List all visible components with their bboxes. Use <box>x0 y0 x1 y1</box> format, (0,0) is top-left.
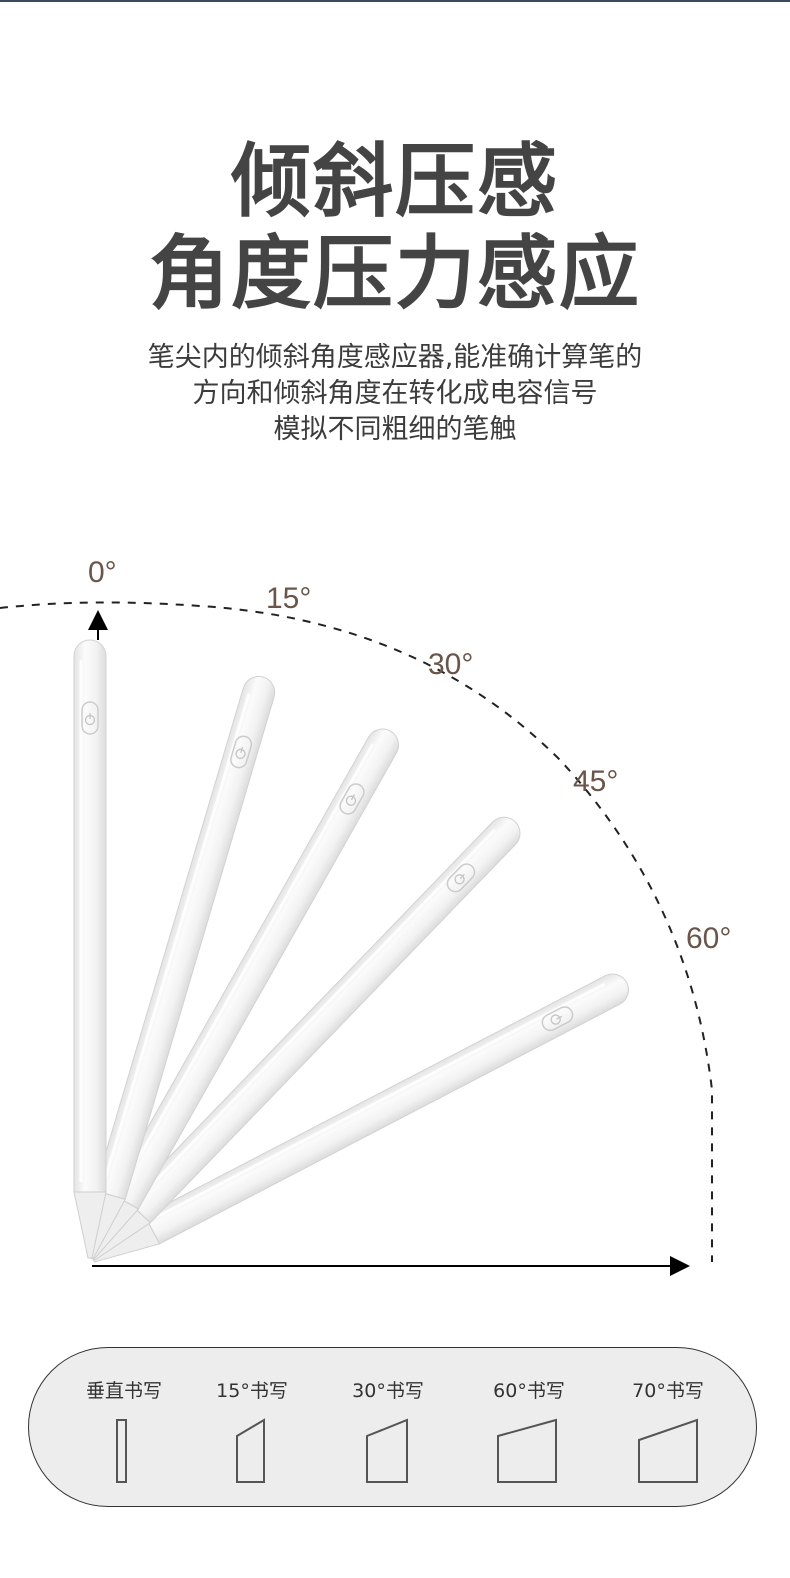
stroke-70-icon <box>638 1418 698 1483</box>
stylus-body <box>93 676 276 1201</box>
stroke-30-icon <box>366 1418 408 1483</box>
writing-modes-panel: 垂直书写 15°书写 30°书写 60°书写 70°书写 <box>28 1347 757 1507</box>
stroke-15-icon <box>236 1418 265 1483</box>
power-button-icon <box>541 1006 574 1032</box>
writing-mode-label: 15°书写 <box>216 1380 288 1402</box>
headline-line2: 角度压力感应 <box>149 227 641 320</box>
power-symbol-line <box>556 1015 563 1020</box>
stylus-body <box>126 816 521 1224</box>
description-line2: 方向和倾斜角度在转化成电容信号 <box>192 378 598 409</box>
power-button-icon <box>446 863 476 893</box>
angle-label-15: 15° <box>266 582 311 615</box>
writing-mode-label: 30°书写 <box>352 1380 424 1402</box>
stylus-body <box>144 973 629 1245</box>
headline-line1: 倾斜压感 <box>231 135 559 228</box>
stylus-tip <box>73 1191 107 1259</box>
writing-mode-label: 60°书写 <box>493 1380 565 1402</box>
top-border <box>0 0 790 2</box>
angle-label-0: 0° <box>88 556 117 589</box>
writing-mode-label: 70°书写 <box>632 1380 704 1402</box>
power-button-icon <box>339 783 365 815</box>
power-symbol-line <box>240 746 244 754</box>
writing-mode-label: 垂直书写 <box>85 1380 162 1402</box>
angle-label-60: 60° <box>686 922 731 955</box>
power-button-icon <box>81 701 99 735</box>
description-line1: 笔尖内的倾斜角度感应器,能准确计算笔的 <box>147 342 643 373</box>
power-symbol-line <box>350 794 355 801</box>
stroke-60-icon <box>497 1418 557 1483</box>
stylus-highlight <box>120 743 375 1189</box>
stylus-highlight <box>156 982 606 1219</box>
power-symbol-line <box>459 873 465 880</box>
stylus-highlight <box>102 693 251 1184</box>
power-button-icon <box>230 735 253 769</box>
stylus-highlight <box>138 828 496 1200</box>
tilt-angle-diagram: 0° 15° 30° 45° 60° <box>0 556 731 1276</box>
stroke-vertical-icon <box>116 1419 127 1483</box>
stylus-body <box>109 728 399 1210</box>
stylus-body <box>73 639 107 1193</box>
angle-label-30: 30° <box>428 648 473 681</box>
stylus-30 <box>89 728 399 1261</box>
angle-label-45: 45° <box>573 765 618 798</box>
description-line3: 模拟不同粗细的笔触 <box>273 414 517 445</box>
stylus-0 <box>73 639 107 1259</box>
